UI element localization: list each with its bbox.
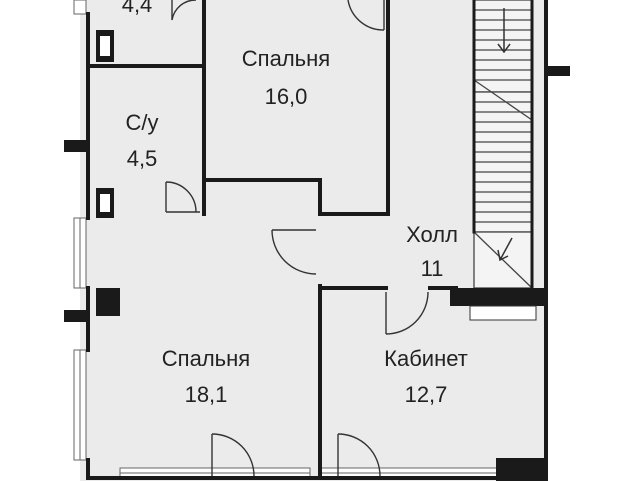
room-area-bathroom: 4,5 [127,146,158,171]
room-area-bedroom-bottom: 18,1 [185,382,228,407]
room-name-bedroom-top: Спальня [242,46,330,71]
doors [165,0,429,477]
staircase [473,0,533,289]
stair-arrows [497,8,513,262]
room-area-top-left: 4,4 [122,0,153,17]
wall-block-inner [100,36,537,321]
room-name-bedroom-bottom: Спальня [162,346,250,371]
room-name-hall: Холл [406,222,458,247]
walls [86,0,548,481]
room-area-hall: 11 [421,256,444,281]
room-area-bedroom-top: 16,0 [265,84,308,109]
windows-left [73,0,87,461]
room-name-study: Кабинет [384,346,468,371]
room-name-bathroom: С/у [126,110,159,135]
room-area-study: 12,7 [405,382,448,407]
floor-area [80,0,548,481]
